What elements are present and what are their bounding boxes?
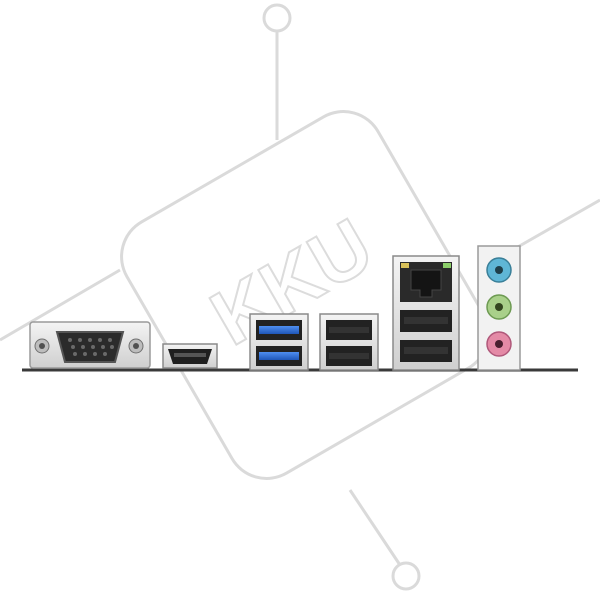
watermark-circle-top [262,3,292,33]
audio-jack-icon [477,245,521,371]
ethernet-port-icon [392,255,460,371]
watermark-line-left [0,268,121,342]
vga-port-icon [29,321,151,369]
watermark-line-bottom [348,489,402,566]
usb3-port-icon [249,313,309,371]
usb2-port-icon [319,313,379,371]
watermark-circle-bottom [391,561,421,591]
hdmi-port-icon [162,343,218,369]
